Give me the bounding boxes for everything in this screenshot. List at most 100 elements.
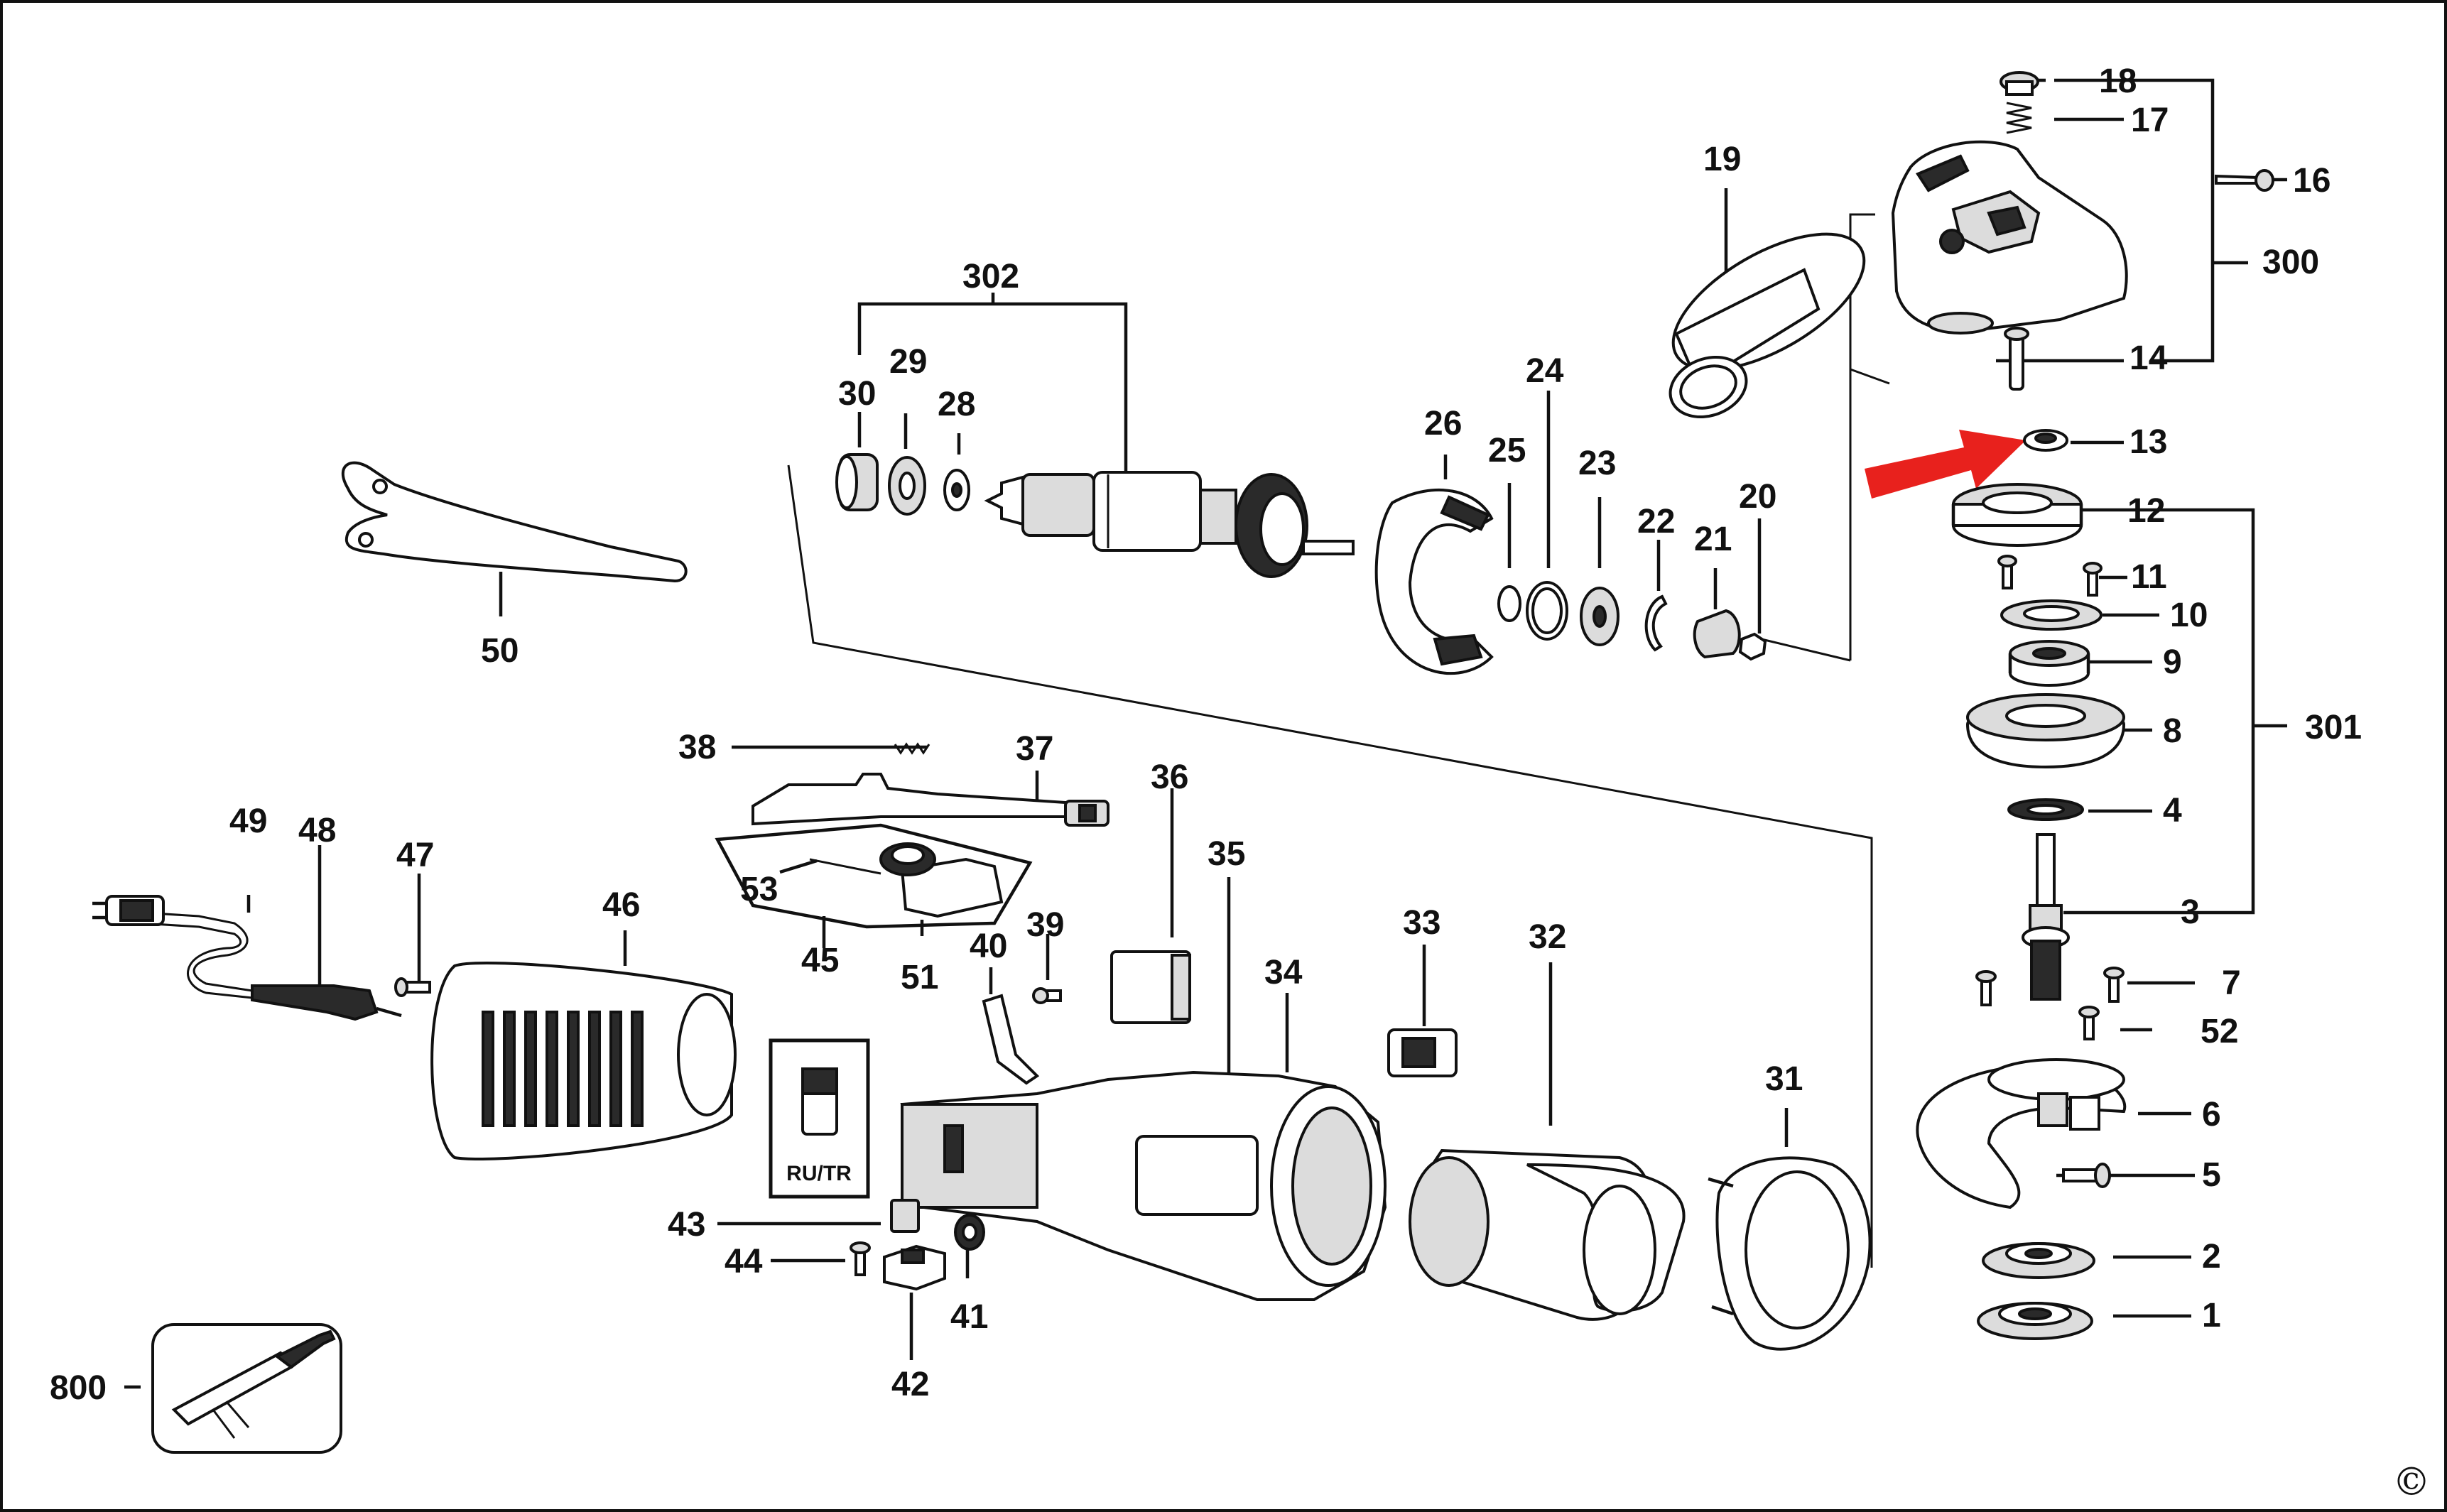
part-labels: 1 2 3 4 5 6 7 8 9 10 11 12 13 14 16 17 1… [50,62,2362,1407]
part-46-rear-housing [430,961,737,1160]
part-2-flange [1982,1242,2095,1279]
label-20: 20 [1739,478,1776,516]
part-37-switch-rod [752,773,1109,827]
part-31-end-cap [1708,1156,1872,1351]
highlight-arrow [1865,430,2026,499]
part-45-brush-kit [769,1038,870,1199]
part-5-screw [2062,1168,2100,1182]
part-17-spring [2006,102,2032,134]
label-51: 51 [901,959,938,996]
label-25: 25 [1488,432,1526,469]
label-29: 29 [889,343,927,381]
label-46: 46 [602,886,640,924]
label-43: 43 [668,1206,705,1244]
label-5: 5 [2202,1156,2221,1194]
label-36: 36 [1151,758,1188,796]
label-34: 34 [1264,954,1303,991]
part-11-screws [1997,555,2103,597]
part-9-bearing [2008,640,2090,687]
label-800: 800 [50,1369,107,1407]
label-8: 8 [2163,712,2182,750]
part-22-circlip [1644,594,1668,652]
label-26: 26 [1424,405,1462,442]
label-38: 38 [678,729,716,766]
part-8-bearing-housing [1965,693,2126,769]
part-48-cable-protector [251,984,379,1021]
label-42: 42 [891,1366,929,1403]
label-10: 10 [2170,597,2208,634]
label-31: 31 [1765,1060,1803,1098]
label-35: 35 [1208,835,1245,873]
label-6: 6 [2202,1096,2221,1133]
label-19: 19 [1703,141,1741,178]
label-47: 47 [396,837,434,874]
part-20-nut [1738,632,1767,661]
part-51-switch [809,842,1004,918]
label-40: 40 [970,928,1007,965]
part-49-cord-plug [92,895,402,1018]
part-16-screw [2215,174,2260,185]
label-9: 9 [2163,643,2182,681]
label-2: 2 [2202,1238,2221,1276]
part-26-baffle [1374,488,1494,675]
label-48: 48 [298,812,336,849]
label-23: 23 [1578,445,1616,482]
label-45: 45 [801,942,839,979]
label-16: 16 [2293,162,2331,200]
label-13: 13 [2129,423,2167,461]
label-22: 22 [1637,503,1675,540]
part-21-pinion [1693,609,1741,659]
label-302: 302 [962,258,1019,295]
part-42-brush-holder [883,1244,946,1291]
part-300-gear-case [1891,140,2128,335]
label-52: 52 [2201,1013,2238,1050]
part-36-capacitor [1110,950,1191,1024]
label-39: 39 [1026,906,1064,944]
label-301: 301 [2305,709,2362,746]
label-1: 1 [2202,1297,2221,1334]
label-49: 49 [229,803,267,840]
part-800-grease [151,1323,342,1454]
part-43-carbon-brush [890,1199,920,1233]
part-40-clip [982,994,1040,1085]
label-50: 50 [481,632,519,670]
label-7: 7 [2222,964,2241,1002]
label-24: 24 [1526,352,1564,390]
part-25-washer [1497,585,1521,622]
label-3: 3 [2181,893,2200,931]
part-14-pin [2009,332,2024,391]
label-300: 300 [2262,244,2319,281]
label-21: 21 [1694,521,1732,558]
part-50-spanner-wrench [341,461,688,583]
part-6-wheel-guard [1916,1058,2127,1209]
label-37: 37 [1016,730,1053,768]
part-19-side-handle [1669,232,1866,419]
part-1-flange-nut [1977,1302,2093,1340]
part-38-spring [894,742,930,755]
brush-kit-label: RU/TR [786,1162,852,1185]
part-302-armature-assembly [835,453,1355,578]
part-7-screws [1975,967,2125,1006]
label-17: 17 [2131,102,2169,139]
part-12-bearing-cover [1951,483,2083,547]
leader-lines [124,78,2287,1389]
label-11: 11 [2131,558,2167,596]
copyright-mark: © [2392,1459,2431,1504]
label-53: 53 [740,871,778,908]
label-12: 12 [2127,492,2165,530]
label-14: 14 [2129,339,2168,377]
label-28: 28 [938,386,975,423]
part-32-field [1409,1148,1686,1321]
part-3-spindle [2022,833,2070,1001]
label-30: 30 [838,375,876,413]
label-44: 44 [725,1243,763,1280]
label-18: 18 [2099,62,2137,100]
label-41: 41 [950,1298,988,1336]
part-33-insert [1387,1028,1458,1077]
label-4: 4 [2163,792,2182,830]
switch-group-outline [715,823,1033,929]
label-32: 32 [1529,918,1566,956]
part-34-motor-housing [900,1070,1387,1301]
